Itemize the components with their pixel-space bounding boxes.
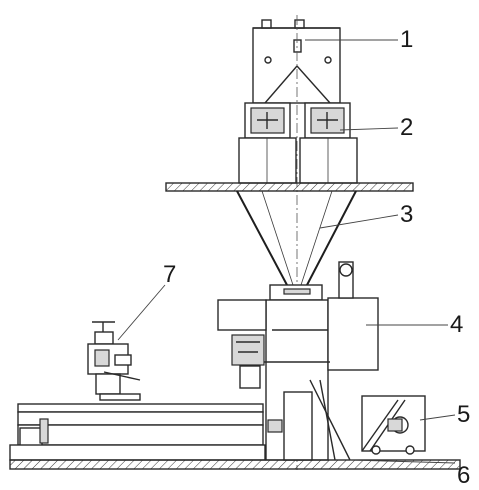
callout-7: 7 <box>163 261 176 288</box>
bag-placer-conveyor <box>9 321 266 461</box>
bag-discharge-unit <box>361 395 426 455</box>
callout-2: 2 <box>400 114 413 141</box>
callout-6: 6 <box>457 462 470 489</box>
collecting-cone <box>236 190 357 301</box>
callout-3: 3 <box>400 201 413 228</box>
ground <box>9 459 461 470</box>
callouts: 1 2 3 4 5 6 7 <box>163 26 470 489</box>
twin-feeders <box>238 102 358 184</box>
callout-1: 1 <box>400 26 413 53</box>
callout-5: 5 <box>457 401 470 428</box>
top-hopper <box>252 15 341 470</box>
leader-lines <box>117 39 456 464</box>
floor-slab <box>165 182 414 192</box>
callout-4: 4 <box>450 311 463 338</box>
